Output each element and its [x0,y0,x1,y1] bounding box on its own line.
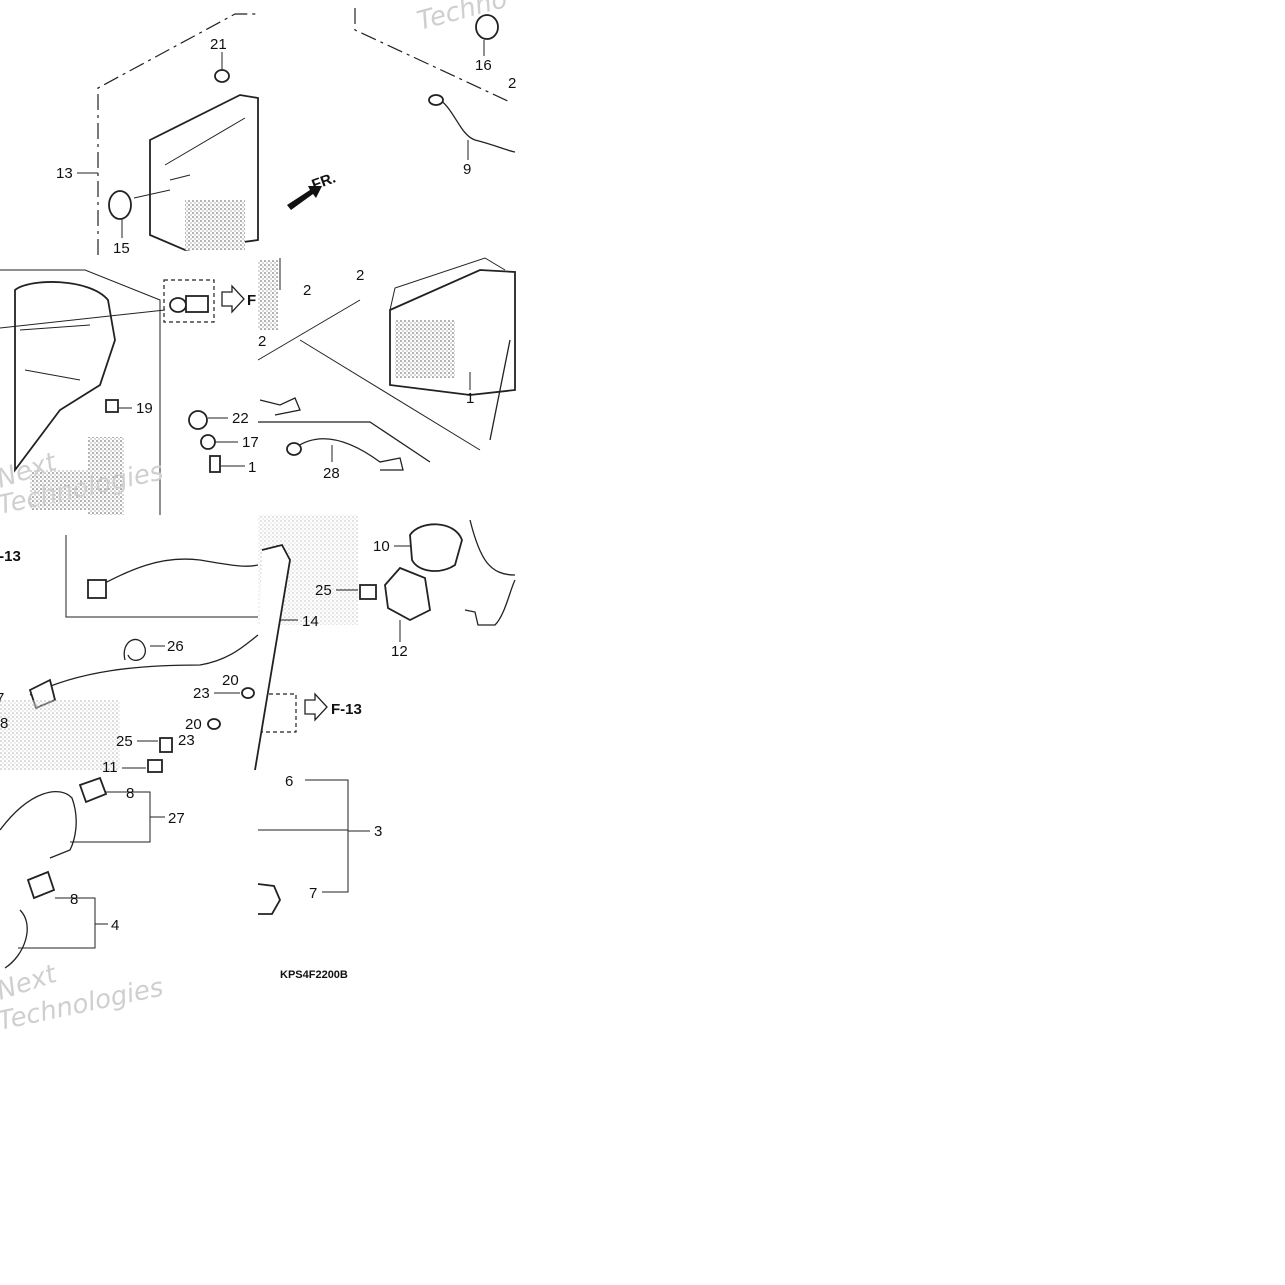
callout-number: 21 [210,36,227,53]
ref-arrow-icon [221,284,245,314]
ref-arrow-icon [304,692,328,722]
callout-number: 20 [222,672,239,689]
starter-relay-part [384,566,431,622]
callout-number: 2 [303,282,311,299]
ref-box [261,693,297,733]
callout-number: 6 [285,773,293,790]
cover-part [257,883,282,915]
callout-number: 9 [463,161,471,178]
callout-number: 15 [113,240,130,257]
relay-part [409,523,463,572]
callout-number: 8 [0,715,8,732]
callout-number: 10 [373,538,390,555]
callout-number: 16 [475,57,492,74]
callout-number: 23 [193,685,210,702]
cable-part [29,634,259,696]
callout-number: 2 [258,333,266,350]
cable-part [4,909,28,969]
callout-number: 27 [168,810,185,827]
callout-number: 2 [508,75,516,92]
callout-number: 26 [167,638,184,655]
ref-box [163,279,215,323]
callout-number: 22 [232,410,249,427]
tile-cable-9 [287,8,516,210]
callout-number: 19 [136,400,153,417]
grommet-part [108,190,132,220]
callout-number: 1 [248,459,256,476]
tile-cable-sets [0,776,165,969]
callout-number: 3 [374,823,382,840]
callout-number: 8 [126,785,134,802]
callout-number: 12 [391,643,408,660]
tile-relay [254,515,516,771]
callout-number: 2 [356,267,364,284]
callout-number: 7 [0,690,4,707]
tile-battery [257,257,516,471]
callout-number: 13 [56,165,73,182]
callout-number: 8 [70,891,78,908]
callout-number: 7 [309,885,317,902]
callout-number: 20 [185,716,202,733]
nut-part [214,69,230,83]
tile-cover-set [257,779,370,915]
cable-part [0,790,77,859]
stay-part [254,543,291,771]
front-arrow-label: FR. [310,170,339,194]
cable-part [437,97,516,153]
cable-part [94,558,259,589]
callout-number: 25 [315,582,332,599]
callout-number: 17 [242,434,259,451]
cushion-part [475,14,499,40]
ground-cable-part [294,438,404,471]
tile-battery-box [77,13,259,255]
front-arrow-icon [287,186,322,210]
callout-number: 23 [178,732,195,749]
clip-part [123,638,146,661]
callout-number: 11 [102,759,118,776]
callout-labels: 21 13 15 16 2 9 2 2 2 1 19 22 17 1 28 10… [0,36,516,934]
tile-battery-case [0,269,245,515]
diagram-code: KPS4F2200B [280,969,348,981]
callout-number: 25 [116,733,133,750]
callout-number: 4 [111,917,119,934]
page-reference: F-13 [0,548,21,565]
callout-number: 28 [323,465,340,482]
callout-number: 1 [466,390,474,407]
page-reference: F [247,292,256,309]
callout-number: 14 [302,613,319,630]
tile-cables [0,535,328,773]
page-reference: F-13 [331,701,362,718]
assembly-outline [97,13,258,255]
